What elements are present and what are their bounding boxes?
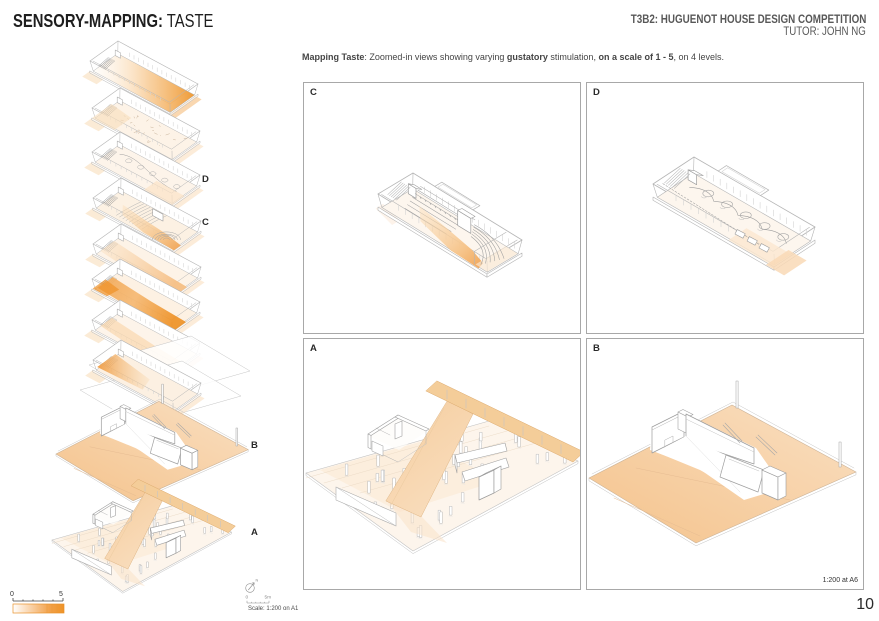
svg-text:5m: 5m — [265, 595, 272, 601]
svg-text:N: N — [256, 579, 259, 583]
svg-text:0: 0 — [246, 595, 249, 601]
svg-text:0: 0 — [10, 591, 14, 598]
svg-text:5: 5 — [59, 591, 63, 598]
